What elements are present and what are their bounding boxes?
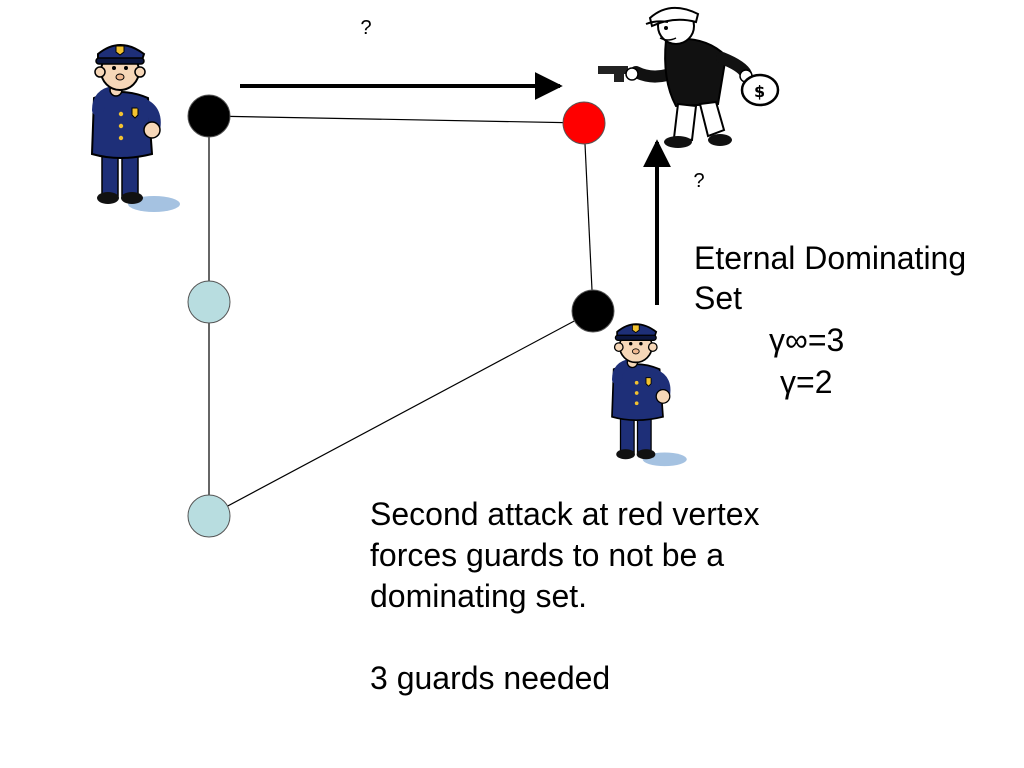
eternal-domination-number: γ∞=3 xyxy=(769,322,845,358)
explanation-text: Second attack at red vertex forces guard… xyxy=(370,496,760,614)
question-mark-right: ? xyxy=(693,170,704,192)
police-officer-icon xyxy=(612,324,687,466)
vertex-bottom-left xyxy=(187,494,231,538)
vertex-top-left xyxy=(187,94,231,138)
police-officer-icon xyxy=(92,45,180,212)
vertex-mid-right xyxy=(571,289,615,333)
graph-edge-top-right-mid-right xyxy=(583,122,594,312)
domination-number: γ=2 xyxy=(780,364,833,400)
question-mark-top: ? xyxy=(360,17,371,39)
robber-with-gun-icon: $ xyxy=(598,7,780,148)
graph-edge-top-left-top-right xyxy=(208,115,585,124)
vertex-mid-left xyxy=(187,280,231,324)
graph-edge-mid-right-bottom-left xyxy=(208,310,594,517)
diagram-title: Eternal Dominating Set xyxy=(694,240,967,316)
graph-vertices xyxy=(187,94,615,538)
svg-text:$: $ xyxy=(754,82,765,101)
graph-edges xyxy=(208,115,594,517)
vertex-top-right xyxy=(562,101,606,145)
guards-needed-text: 3 guards needed xyxy=(370,660,611,696)
